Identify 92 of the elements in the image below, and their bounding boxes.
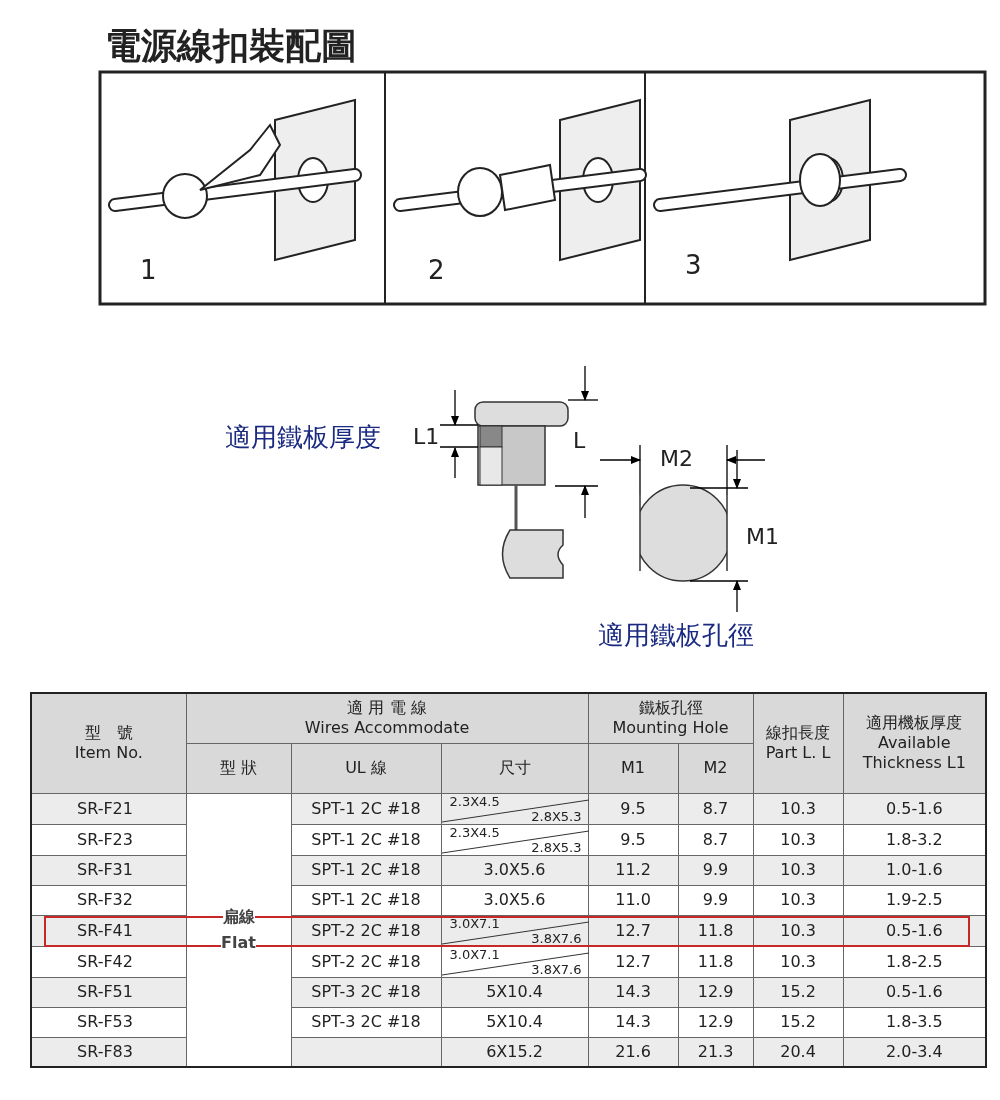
header-text: Wires Accommodate [303,718,471,739]
cell-text: 11.8 [696,920,735,941]
cell-text: SPT-3 2C #18 [310,1012,422,1032]
item-number: SR-F31 [76,860,134,880]
cell-text: 20.4 [779,1041,817,1062]
cell-text: 2.3X4.5 [449,793,500,809]
cell-text: 15.2 [779,982,817,1002]
header-text: 鐵板孔徑 [637,698,704,719]
cell-text: 1.8-3.5 [884,1012,944,1032]
cell-text: 3.8X7.6 [531,961,582,977]
item-number: SR-F23 [76,829,134,850]
cell-text: 11.0 [614,890,652,910]
dimension-label: M1 [746,524,779,549]
cell-text: 3.8X7.6 [531,930,582,946]
item-number: SR-F21 [76,798,134,819]
cell-text: 3.0X7.1 [449,946,500,962]
cell-text: 12.9 [696,1012,735,1032]
cell-text: 扁線 [222,906,255,927]
cell-text: SPT-2 2C #18 [310,920,422,941]
header-text: Mounting Hole [611,718,730,739]
item-number: SR-F83 [76,1041,134,1062]
cell-text: 10.3 [779,860,817,880]
cell-text: 12.9 [696,982,735,1002]
cell-text: SPT-1 2C #18 [310,829,422,850]
cell-text: 1.8-2.5 [884,951,944,972]
cell-text: 14.3 [614,982,652,1002]
cell-text: SPT-3 2C #18 [310,982,422,1002]
item-number: SR-F51 [76,982,134,1002]
item-number: SR-F53 [76,1012,134,1032]
header-text: 型 號 [83,723,134,744]
cell-text: 2.0-3.4 [884,1041,944,1062]
header-text: Available Thickness L1 [861,733,967,774]
cell-text: SPT-1 2C #18 [310,798,422,819]
cell-text: 10.3 [779,829,817,850]
cell-text: 8.7 [701,798,730,819]
step-number: 2 [428,255,445,285]
cell-text: 0.5-1.6 [884,920,944,941]
note-text: 適用鐵板厚度 [225,421,381,454]
cell-text: 11.2 [614,860,652,880]
cell-text: 5X10.4 [485,1012,544,1032]
header-text: 線扣長度 [765,723,832,744]
cell-text: 2.8X5.3 [531,808,582,824]
title: 電源線扣裝配圖 [105,24,357,68]
cell-text: 12.7 [614,951,652,972]
cell-text: 0.5-1.6 [884,798,944,819]
cell-text: 3.0X5.6 [482,860,547,880]
cell-text: 1.0-1.6 [884,860,944,880]
cell-text: 11.8 [696,951,735,972]
header-text: 適 用 電 線 [346,698,428,719]
cell-text: 15.2 [779,1012,817,1032]
cell-text: 10.3 [779,890,817,910]
cell-text: 1.9-2.5 [884,890,944,910]
step-number: 3 [685,250,702,280]
cell-text: 14.3 [614,1012,652,1032]
dimension-label: L [573,428,586,453]
dimension-label: L1 [413,424,440,449]
cell-text: 10.3 [779,951,817,972]
item-number: SR-F42 [76,951,134,972]
cell-text: 8.7 [701,829,730,850]
cell-text: SPT-2 2C #18 [310,951,422,972]
cell-text: 3.0X7.1 [449,915,500,931]
header-text: 尺寸 [497,758,532,778]
cell-text: SPT-1 2C #18 [310,890,422,910]
cell-text: 5X10.4 [485,982,544,1002]
cell-text: 2.3X4.5 [449,824,500,840]
step-number: 1 [140,255,157,285]
cell-text: 9.5 [619,829,647,850]
cell-text: 3.0X5.6 [482,890,547,910]
note-text: 適用鐵板孔徑 [598,619,754,652]
item-number: SR-F41 [76,920,134,941]
cell-text: 2.8X5.3 [531,839,582,855]
cell-text: 6X15.2 [485,1041,544,1062]
cell-text: 12.7 [614,920,652,941]
cell-text: 1.8-3.2 [884,829,944,850]
dimension-label: M2 [660,446,693,471]
cell-text: SPT-1 2C #18 [310,860,422,880]
cell-text: 9.5 [619,798,647,819]
header-text: Item No. [73,743,144,764]
cell-text: 0.5-1.6 [884,982,944,1002]
cell-text: 9.9 [701,890,730,910]
header-text: M1 [620,758,646,778]
header-text: UL 線 [344,758,388,778]
header-text: Part L. L [764,743,832,764]
cell-text: 10.3 [779,798,817,819]
item-number: SR-F32 [76,890,134,910]
cell-text: 21.3 [696,1041,735,1062]
header-text: 型 狀 [218,758,259,778]
cell-text: 21.6 [614,1041,652,1062]
cell-text: 10.3 [779,920,817,941]
header-text: M2 [702,758,729,778]
cell-text: 9.9 [701,860,730,880]
header-text: 適用機板厚度 [865,713,964,734]
